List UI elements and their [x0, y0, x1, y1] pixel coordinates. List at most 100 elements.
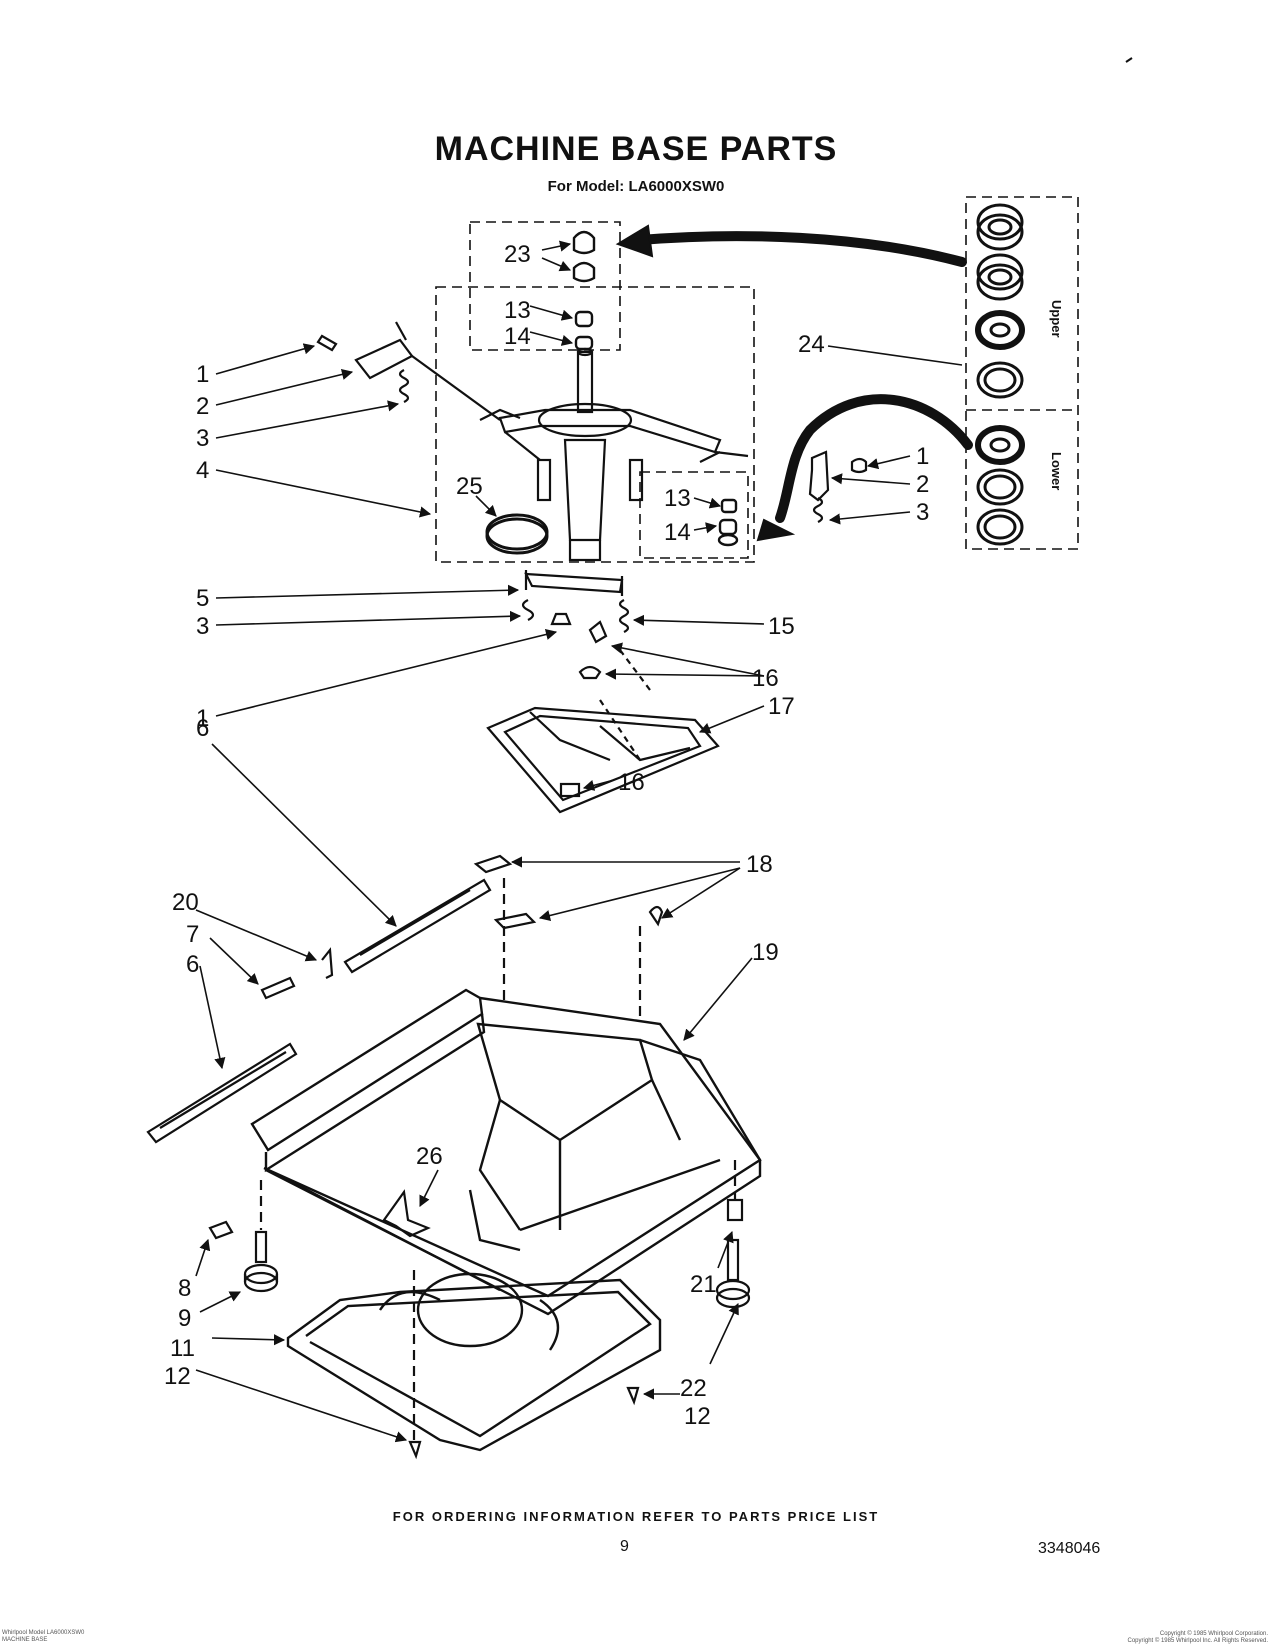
spring-3	[521, 599, 535, 621]
callout-11: 11	[170, 1335, 195, 1362]
lower-kit-arrow	[775, 394, 973, 523]
bolt-1	[550, 612, 572, 626]
callout-23: 23	[504, 241, 531, 268]
corner-right-line: Copyright © 1985 Whirlpool Corporation.	[1159, 1631, 1268, 1637]
transmission-assembly	[479, 347, 749, 562]
clip-20	[321, 947, 334, 979]
bottom-pan-11	[286, 1272, 662, 1452]
right-hardware	[808, 450, 868, 523]
bushing-nut	[572, 261, 596, 283]
bushing-13	[574, 310, 594, 328]
callout-1: 1	[196, 361, 209, 388]
bearing-ring	[976, 468, 1024, 506]
bearing-kit-box	[965, 196, 1079, 550]
callout-24: 24	[798, 331, 825, 358]
callout-16-lower: 16	[618, 769, 645, 796]
model-subtitle: For Model: LA6000XSW0	[547, 178, 725, 195]
bearing-kit-upper-label: Upper	[1049, 300, 1064, 338]
seal-ring-25	[485, 513, 549, 555]
pin-8	[208, 1220, 234, 1240]
bushing-14-lower	[718, 518, 738, 536]
bearing-kit-lower-label: Lower	[1049, 452, 1064, 490]
bearing-ring	[975, 310, 1025, 350]
callout-5: 5	[196, 585, 209, 612]
support-leg	[628, 458, 644, 502]
callout-1-mid: 1	[196, 705, 209, 732]
callout-6: 6	[196, 715, 209, 742]
page-number: 9	[620, 1538, 629, 1555]
bushing-14	[574, 335, 594, 351]
bearing-ring	[976, 508, 1024, 546]
screw-12	[626, 1386, 640, 1406]
callout-13: 13	[504, 297, 531, 324]
callout-12-left: 12	[164, 1363, 191, 1390]
document-number: 3348046	[1038, 1540, 1101, 1557]
spacer-21	[726, 1198, 744, 1222]
leader-lines	[195, 240, 963, 1443]
clips-18	[473, 854, 664, 1016]
bearing-kit-arrows	[615, 224, 973, 542]
ordering-note: FOR ORDERING INFORMATION REFER TO PARTS …	[392, 1509, 880, 1524]
callout-15: 15	[768, 613, 795, 640]
spring-15	[618, 599, 630, 633]
corner-left-line: Whirlpool Model LA6000XSW0	[2, 1630, 85, 1636]
clip-16	[588, 620, 608, 644]
callout-2-right: 2	[916, 471, 929, 498]
callout-4: 4	[196, 457, 209, 484]
callout-17: 17	[768, 693, 795, 720]
callout-13-lower: 13	[664, 485, 691, 512]
rail-6-upper	[343, 878, 492, 974]
bearing-ring	[976, 253, 1024, 301]
callout-3-right: 3	[916, 499, 929, 526]
hub	[537, 402, 633, 438]
bracket-2	[354, 338, 414, 380]
brace-5	[524, 572, 624, 594]
corner-note-right: Copyright © 1985 Whirlpool Corporation. …	[1128, 1631, 1268, 1645]
callout-26: 26	[416, 1143, 443, 1170]
callout-7: 7	[186, 921, 199, 948]
spring-3	[812, 497, 824, 523]
upper-bushing-box	[469, 221, 621, 351]
bearing-kit	[975, 203, 1025, 546]
lower-bushing-parts	[717, 498, 739, 547]
leg-22-foot	[715, 1279, 751, 1301]
bolt-1	[850, 457, 868, 474]
machine-base-19	[250, 988, 762, 1316]
bracket-26	[382, 1189, 431, 1238]
clip-16	[559, 782, 581, 798]
bolt-1	[316, 334, 338, 352]
clip-7	[260, 976, 296, 1000]
bearing-ring	[976, 361, 1024, 399]
upper-bushing-parts	[572, 230, 596, 351]
left-hardware	[316, 321, 501, 421]
bushing-cap	[572, 230, 596, 255]
callout-21: 21	[690, 1271, 717, 1298]
callout-14: 14	[504, 323, 531, 350]
agitator-shaft	[576, 350, 594, 414]
feet-fasteners	[208, 1160, 751, 1460]
bearing-ring	[975, 425, 1025, 465]
callout-14-lower: 14	[664, 519, 691, 546]
frame-parts	[146, 878, 492, 1144]
spring-3	[398, 369, 410, 403]
bearing-ring	[976, 203, 1024, 251]
callout-3-mid: 3	[196, 613, 209, 640]
callout-3: 3	[196, 425, 209, 452]
callout-2: 2	[196, 393, 209, 420]
corner-right-line: Copyright © 1985 Whirlpool Inc. All Righ…	[1127, 1638, 1268, 1644]
callout-12-right: 12	[684, 1403, 711, 1430]
middle-hardware	[521, 570, 630, 633]
callout-16: 16	[752, 665, 779, 692]
corner-note-left: Whirlpool Model LA6000XSW0 MACHINE BASE	[2, 1630, 84, 1644]
upper-kit-arrow	[635, 231, 967, 267]
callout-19: 19	[752, 939, 779, 966]
corner-left-line: MACHINE BASE	[2, 1637, 48, 1643]
scan-mark	[1125, 57, 1133, 63]
rail-6-lower	[146, 1042, 298, 1144]
callout-1-right: 1	[916, 443, 929, 470]
leg-22-stem	[726, 1238, 740, 1282]
support-arms	[498, 408, 722, 454]
callout-8: 8	[178, 1275, 191, 1302]
dashed-boxes	[435, 196, 1079, 563]
